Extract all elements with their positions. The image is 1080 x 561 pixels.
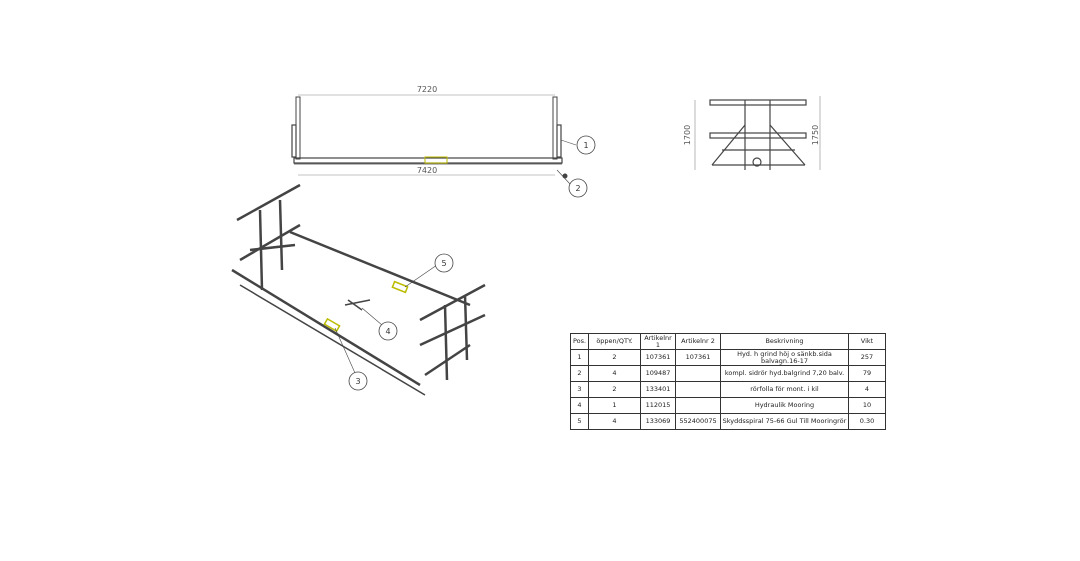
svg-text:4: 4 — [385, 327, 390, 336]
table-cell: Hydraulik Mooring — [720, 397, 849, 414]
table-cell: Hyd. h grind höj o sänkb.sida balvagn.16… — [720, 349, 849, 366]
table-cell: 4 — [848, 381, 886, 398]
table-cell: 107361 — [640, 349, 676, 366]
svg-text:2: 2 — [575, 184, 580, 193]
balloon-2: 2 — [568, 178, 588, 198]
table-cell: 1 — [588, 397, 641, 414]
svg-text:1: 1 — [583, 141, 588, 150]
table-cell: Skyddsspiral 75-66 Gul Till Mooringrör — [720, 413, 849, 430]
table-cell: 79 — [848, 365, 886, 382]
isometric-view — [231, 183, 486, 396]
table-cell: 2 — [588, 349, 641, 366]
balloon-3: 3 — [348, 371, 368, 391]
table-cell: 0.30 — [848, 413, 886, 430]
table-cell: 112015 — [640, 397, 676, 414]
table-cell: rörfolla för mont. i kil — [720, 381, 849, 398]
dim-7220: 7220 — [417, 85, 437, 94]
table-cell: 133069 — [640, 413, 676, 430]
table-header-cell: Vikt — [848, 333, 886, 350]
dim-7420: 7420 — [417, 166, 437, 175]
table-cell: 2 — [570, 365, 589, 382]
table-header-cell: Artikelnr 1 — [640, 333, 676, 350]
table-cell: 552400075 — [675, 413, 721, 430]
table-cell: 5 — [570, 413, 589, 430]
table-cell: 133401 — [640, 381, 676, 398]
balloon-1: 1 — [576, 135, 596, 155]
svg-text:3: 3 — [355, 377, 360, 386]
side-view — [694, 96, 821, 170]
dim-1750: 1750 — [811, 125, 820, 145]
table-cell: 4 — [588, 365, 641, 382]
table-header-cell: Artikelnr 2 — [675, 333, 721, 350]
table-header-cell: Pos. — [570, 333, 589, 350]
table-cell — [675, 381, 721, 398]
table-cell: kompl. sidrör hyd.balgrind 7,20 balv. — [720, 365, 849, 382]
balloon-4: 4 — [378, 321, 398, 341]
table-cell — [675, 397, 721, 414]
table-cell: 4 — [570, 397, 589, 414]
table-cell — [675, 365, 721, 382]
table-cell: 3 — [570, 381, 589, 398]
table-cell: 257 — [848, 349, 886, 366]
table-cell: 10 — [848, 397, 886, 414]
svg-text:5: 5 — [441, 259, 446, 268]
table-cell: 1 — [570, 349, 589, 366]
table-header-cell: Beskrivning — [720, 333, 849, 350]
table-cell: 109487 — [640, 365, 676, 382]
table-cell: 4 — [588, 413, 641, 430]
front-view — [291, 94, 577, 185]
dim-1700: 1700 — [683, 125, 692, 145]
table-cell: 2 — [588, 381, 641, 398]
table-header-cell: öppen/QTY. — [588, 333, 641, 350]
balloon-5: 5 — [434, 253, 454, 273]
table-cell: 107361 — [675, 349, 721, 366]
